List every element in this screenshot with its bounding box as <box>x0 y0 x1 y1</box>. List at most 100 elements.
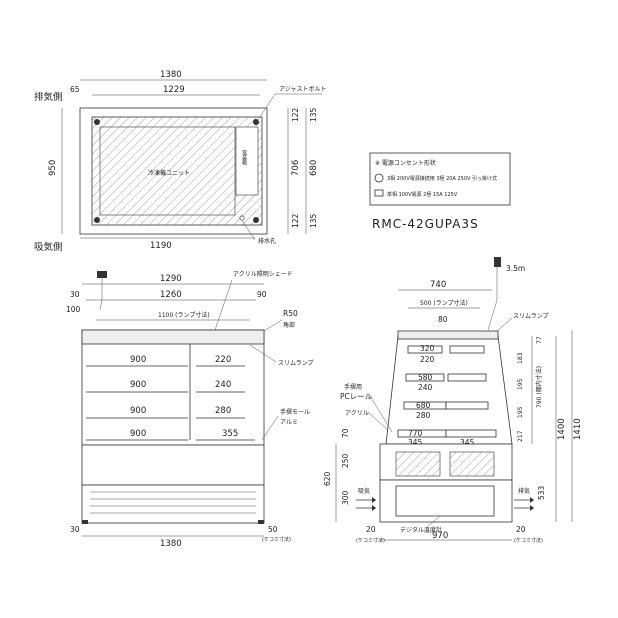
shelf-width-1: 900 <box>130 355 146 365</box>
leader-line <box>249 344 277 363</box>
leader-line <box>261 415 279 441</box>
dim-183: 183 <box>517 352 524 364</box>
dim-790: 790 (棚内寸法) <box>535 366 543 408</box>
kekomi-left: (ケコミ寸法) <box>356 537 385 544</box>
dim-100: 100 <box>66 305 81 314</box>
leader-line <box>241 219 256 241</box>
dim-20-right: 20 <box>516 525 526 534</box>
dim-195a: 195 <box>517 378 524 390</box>
dim-70: 70 <box>341 428 350 438</box>
cord <box>487 267 498 331</box>
leader-line <box>495 317 513 333</box>
legend-title: ※ 電源コンセント形状 <box>375 159 436 167</box>
dim-1410: 1410 <box>573 418 583 440</box>
dim-50: 50 <box>268 525 278 534</box>
dim-20-left: 20 <box>366 525 376 534</box>
dim-680: 680 <box>309 160 319 176</box>
drain-hole-label: 排水孔 <box>258 237 276 245</box>
dim-970: 970 <box>432 531 448 541</box>
dim-1380-top: 1380 <box>160 70 182 80</box>
shelf-depth-1: 220 <box>215 355 231 365</box>
dim-740: 740 <box>430 280 446 290</box>
side-shelves <box>397 345 497 438</box>
legend-line-2: 単相 100V電源 2極 15A 125V <box>387 191 458 198</box>
side-canopy <box>397 330 499 340</box>
leader-line <box>214 279 233 331</box>
dim-950: 950 <box>48 160 58 176</box>
acrylic-label: アクリル <box>345 410 369 417</box>
side-view: 3.5m 740 500 (ランプ寸法) 80 スリムランプ 320 220 5… <box>323 257 583 544</box>
bolt-icon <box>253 217 259 223</box>
dim-3-5m: 3.5m <box>506 264 525 273</box>
bolt-icon <box>94 217 100 223</box>
dim-90: 90 <box>257 290 267 299</box>
handrail-sub: アルミ <box>280 419 298 426</box>
dim-706: 706 <box>291 160 301 176</box>
legend-line-1: 3相 200V電源接続用 3極 20A 250V 引っ掛け式 <box>387 175 497 182</box>
dim-195b: 195 <box>517 406 524 418</box>
unit-label: 冷凍機ユニット <box>148 169 190 177</box>
three-phase-plug-icon <box>374 173 384 183</box>
dim-1400: 1400 <box>557 418 567 440</box>
side-shelf-4a: 770 <box>408 429 423 438</box>
power-legend: ※ 電源コンセント形状 3相 200V電源接続用 3極 20A 250V 引っ掛… <box>369 152 511 206</box>
leader-line <box>261 319 283 333</box>
side-shelf-2a: 580 <box>418 373 433 382</box>
dim-135-bot: 135 <box>309 213 318 228</box>
exhaust-label: 排気 <box>518 487 530 495</box>
dim-80: 80 <box>438 315 448 324</box>
shelf-depth-3: 280 <box>215 406 231 416</box>
dim-50-sub: (ケコミ寸法) <box>262 536 291 543</box>
dim-122-bot: 122 <box>291 213 300 228</box>
cabinet-side-profile <box>385 335 513 445</box>
dim-620: 620 <box>323 471 332 486</box>
leader-line <box>369 395 393 433</box>
r50-sub: 角部 <box>283 321 295 329</box>
adjust-bolt-label: アジャストボルト <box>279 85 326 93</box>
handrail-label: 手摺モール <box>280 408 310 416</box>
dim-217: 217 <box>517 430 524 442</box>
legend-box <box>369 152 511 206</box>
dim-533: 533 <box>537 485 546 500</box>
digital-thermo-label: デジタル温度計 <box>400 526 442 534</box>
handrail-pc-label-2: PCレール <box>340 392 373 401</box>
shelf-width-2: 900 <box>130 380 146 390</box>
shelves <box>86 365 255 441</box>
dim-1290: 1290 <box>160 274 182 284</box>
shelf-width-4: 900 <box>130 429 146 439</box>
base-grille <box>81 484 265 524</box>
dim-30-top: 30 <box>70 290 80 299</box>
side-shelf-1a: 320 <box>420 344 435 353</box>
canopy <box>81 329 265 345</box>
side-shelf-3a: 680 <box>416 401 431 410</box>
dim-500: 500 (ランプ寸法) <box>420 299 468 307</box>
shelf-depth-2: 240 <box>215 380 231 390</box>
shelf-depth-4: 355 <box>222 429 238 439</box>
side-exhaust-label: 排気側 <box>34 91 63 103</box>
side-base-inner <box>395 485 495 517</box>
side-unit-a <box>395 451 441 477</box>
side-intake-label: 吸気側 <box>34 241 63 253</box>
dim-1229: 1229 <box>163 85 185 95</box>
dim-250: 250 <box>341 453 350 468</box>
side-shelf-3b: 280 <box>416 411 431 420</box>
side-shelf-345: 345 <box>460 438 475 447</box>
dim-1260: 1260 <box>160 290 182 300</box>
leader-line <box>425 515 441 529</box>
dim-1380-bottom: 1380 <box>160 539 182 549</box>
dim-1100: 1100 (ランプ寸法) <box>158 311 210 319</box>
side-unit-b <box>449 451 495 477</box>
bolt-icon <box>94 119 100 125</box>
plug-icon <box>494 257 501 267</box>
dim-1190: 1190 <box>150 241 172 251</box>
dim-122-top: 122 <box>291 107 300 122</box>
side-shelf-2b: 240 <box>418 383 433 392</box>
cord <box>99 278 103 311</box>
intake-label: 吸気 <box>358 487 370 495</box>
side-shelf-1b: 220 <box>420 355 435 364</box>
plug-icon <box>97 271 107 278</box>
electrical-box-label: 電装箱 <box>241 150 247 166</box>
dim-77: 77 <box>536 336 543 344</box>
side-shelf-4b: 345 <box>408 438 423 447</box>
